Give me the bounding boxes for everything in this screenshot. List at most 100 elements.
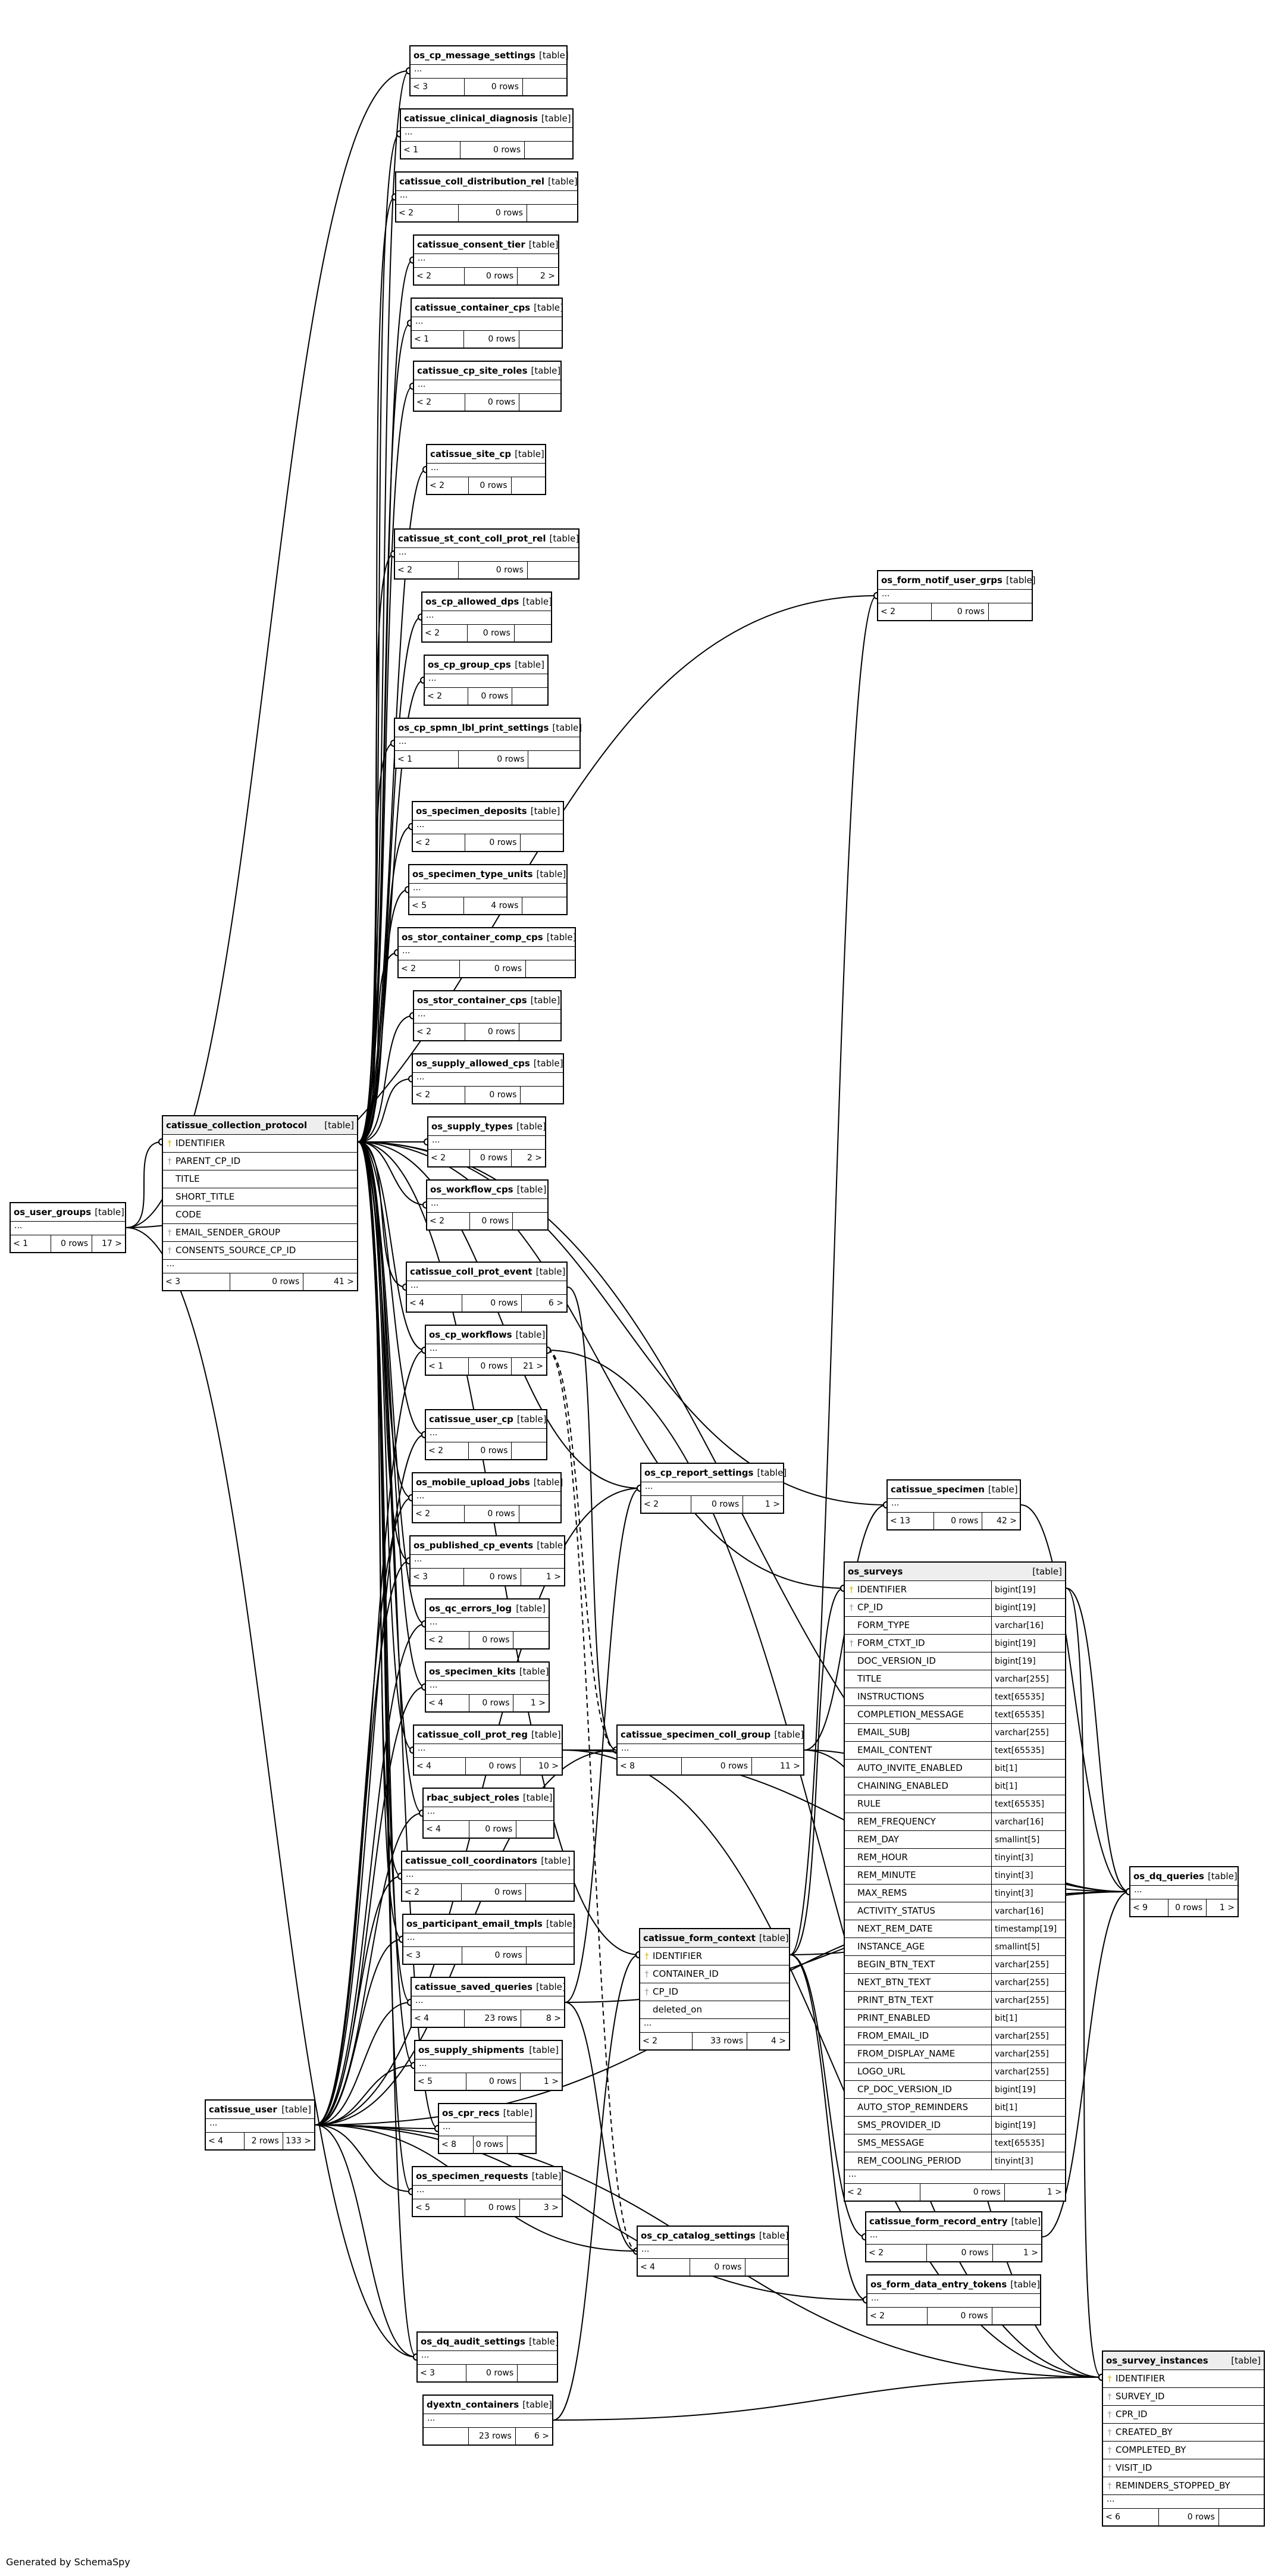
table-name[interactable]: os_user_groups: [14, 1206, 92, 1217]
child-count[interactable]: [992, 2308, 1040, 2324]
table-name[interactable]: os_supply_shipments: [418, 2044, 525, 2055]
table-name[interactable]: os_cp_workflows: [429, 1329, 512, 1340]
child-count[interactable]: 11 >: [780, 1761, 800, 1771]
parent-count[interactable]: < 6: [1103, 2509, 1160, 2525]
child-count[interactable]: 2 >: [540, 271, 555, 281]
parent-count[interactable]: < 2: [414, 1023, 466, 1040]
parent-count[interactable]: < 2: [399, 960, 460, 977]
parent-count[interactable]: < 2: [426, 1632, 469, 1648]
table-catissue-collection-protocol[interactable]: catissue_collection_protocol[table]†IDEN…: [162, 1115, 358, 1291]
parent-count[interactable]: < 4: [414, 1758, 466, 1774]
child-count[interactable]: [528, 562, 578, 578]
child-count[interactable]: [512, 477, 545, 494]
table-name[interactable]: catissue_user_cp: [429, 1413, 513, 1425]
child-count[interactable]: 17 >: [102, 1239, 122, 1248]
parent-count[interactable]: < 4: [426, 1695, 469, 1711]
parent-count[interactable]: < 1: [11, 1235, 52, 1252]
table-name[interactable]: catissue_clinical_diagnosis: [404, 112, 538, 124]
table-name[interactable]: os_cp_message_settings: [413, 49, 535, 61]
child-count[interactable]: [519, 1505, 560, 1522]
parent-count[interactable]: < 2: [413, 834, 466, 851]
table-name[interactable]: catissue_coll_prot_reg: [417, 1729, 528, 1740]
table-name[interactable]: os_mobile_upload_jobs: [416, 1476, 530, 1488]
child-count[interactable]: 6 >: [534, 2431, 549, 2441]
table-name[interactable]: os_supply_allowed_cps: [416, 1057, 530, 1069]
table-name[interactable]: os_cp_group_cps: [428, 659, 511, 670]
child-count[interactable]: 1 >: [1023, 2248, 1038, 2258]
table-name[interactable]: catissue_form_context: [643, 1932, 756, 1943]
child-count[interactable]: [515, 625, 551, 641]
parent-count[interactable]: < 4: [407, 1295, 463, 1312]
child-count[interactable]: [526, 1884, 574, 1901]
parent-count[interactable]: < 3: [163, 1273, 230, 1290]
parent-count[interactable]: < 4: [638, 2259, 691, 2275]
table-name[interactable]: catissue_st_cont_coll_prot_rel: [398, 533, 546, 544]
parent-count[interactable]: < 8: [618, 1758, 682, 1774]
parent-count[interactable]: < 2: [641, 1496, 691, 1513]
table-name[interactable]: dyextn_containers: [427, 2399, 519, 2410]
table-name[interactable]: catissue_form_record_entry: [869, 2215, 1008, 2227]
child-count[interactable]: 6 >: [548, 1298, 563, 1308]
child-count[interactable]: 2 >: [527, 1153, 542, 1163]
table-name[interactable]: os_surveys: [848, 1566, 903, 1577]
table-name[interactable]: catissue_collection_protocol: [166, 1119, 308, 1131]
child-count[interactable]: [745, 2259, 788, 2275]
child-count[interactable]: [508, 2136, 535, 2153]
parent-count[interactable]: < 3: [411, 79, 465, 95]
child-count[interactable]: [519, 394, 560, 411]
parent-count[interactable]: < 2: [640, 2033, 693, 2049]
parent-count[interactable]: < 2: [426, 1442, 469, 1459]
table-name[interactable]: os_form_data_entry_tokens: [870, 2278, 1007, 2290]
child-count[interactable]: [527, 1947, 574, 1964]
parent-count[interactable]: < 2: [878, 603, 932, 620]
table-catissue-form-context[interactable]: catissue_form_context[table]†IDENTIFIER†…: [639, 1928, 790, 2051]
table-name[interactable]: os_qc_errors_log: [429, 1602, 512, 1614]
parent-count[interactable]: < 4: [206, 2133, 245, 2149]
child-count[interactable]: [513, 1632, 549, 1648]
parent-count[interactable]: < 1: [401, 142, 461, 158]
parent-count[interactable]: < 3: [418, 2365, 467, 2381]
parent-count[interactable]: < 1: [412, 331, 465, 348]
child-count[interactable]: 1 >: [765, 1500, 780, 1509]
parent-count[interactable]: < 5: [413, 2199, 465, 2216]
table-name[interactable]: catissue_coll_coordinators: [405, 1855, 537, 1866]
table-name[interactable]: os_stor_container_cps: [417, 994, 527, 1006]
parent-count[interactable]: < 2: [425, 688, 468, 705]
parent-count[interactable]: < 2: [427, 1213, 470, 1229]
parent-count[interactable]: < 13: [888, 1513, 935, 1529]
table-name[interactable]: os_workflow_cps: [430, 1184, 513, 1195]
child-count[interactable]: [522, 897, 566, 914]
table-name[interactable]: os_form_notif_user_grps: [881, 574, 1003, 586]
parent-count[interactable]: < 2: [422, 625, 468, 641]
table-name[interactable]: os_cp_spmn_lbl_print_settings: [398, 722, 549, 733]
parent-count[interactable]: < 9: [1130, 1899, 1169, 1916]
table-name[interactable]: catissue_coll_prot_event: [410, 1266, 532, 1277]
parent-count[interactable]: [424, 2428, 469, 2444]
table-catissue-coll-distribution-rel[interactable]: catissue_coll_distribution_rel[table]...…: [395, 171, 578, 223]
parent-count[interactable]: < 2: [414, 394, 466, 411]
table-name[interactable]: os_published_cp_events: [413, 1539, 534, 1551]
